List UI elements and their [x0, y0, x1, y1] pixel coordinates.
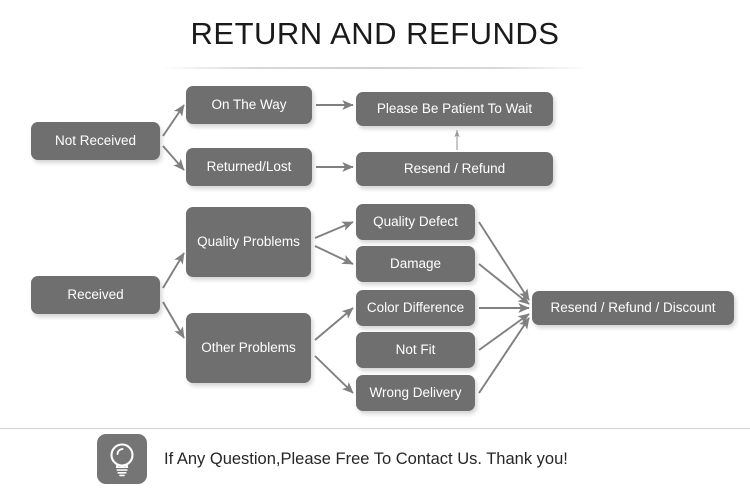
page-title: RETURN AND REFUNDS [190, 16, 560, 51]
node-resend-refund[interactable]: Resend / Refund [356, 152, 553, 186]
edge-not-fit-resend-discount [478, 313, 530, 351]
edge-quality-defect-resend-discount [478, 221, 530, 301]
edge-received-quality-problems [162, 252, 185, 289]
node-not-received[interactable]: Not Received [31, 122, 160, 160]
node-received[interactable]: Received [31, 276, 160, 314]
edge-not-received-on-the-way [162, 104, 185, 137]
node-returned-lost[interactable]: Returned/Lost [186, 148, 312, 186]
footer-text: If Any Question,Please Free To Contact U… [164, 449, 568, 468]
node-quality-problems[interactable]: Quality Problems [186, 207, 311, 277]
edge-other-problems-color-difference [314, 307, 354, 341]
edge-quality-problems-quality-defect [314, 221, 354, 239]
title-divider [160, 67, 590, 69]
edge-other-problems-wrong-delivery [314, 355, 354, 394]
edge-wrong-delivery-resend-discount [478, 317, 530, 394]
node-color-difference[interactable]: Color Difference [356, 290, 475, 326]
node-other-problems[interactable]: Other Problems [186, 313, 311, 383]
node-resend-refund-discount[interactable]: Resend / Refund / Discount [532, 291, 734, 325]
node-on-the-way[interactable]: On The Way [186, 86, 312, 124]
node-please-be-patient-to-wait[interactable]: Please Be Patient To Wait [356, 92, 553, 126]
node-wrong-delivery[interactable]: Wrong Delivery [356, 375, 475, 411]
edge-quality-problems-damage [314, 245, 354, 265]
node-quality-defect[interactable]: Quality Defect [356, 204, 475, 240]
node-not-fit[interactable]: Not Fit [356, 332, 475, 368]
edge-not-received-returned-lost [162, 145, 185, 171]
footer: If Any Question,Please Free To Contact U… [97, 434, 568, 484]
edge-damage-resend-discount [478, 263, 530, 305]
lightbulb-icon [97, 434, 147, 484]
edge-received-other-problems [162, 301, 185, 339]
node-damage[interactable]: Damage [356, 246, 475, 282]
footer-divider [0, 428, 750, 429]
